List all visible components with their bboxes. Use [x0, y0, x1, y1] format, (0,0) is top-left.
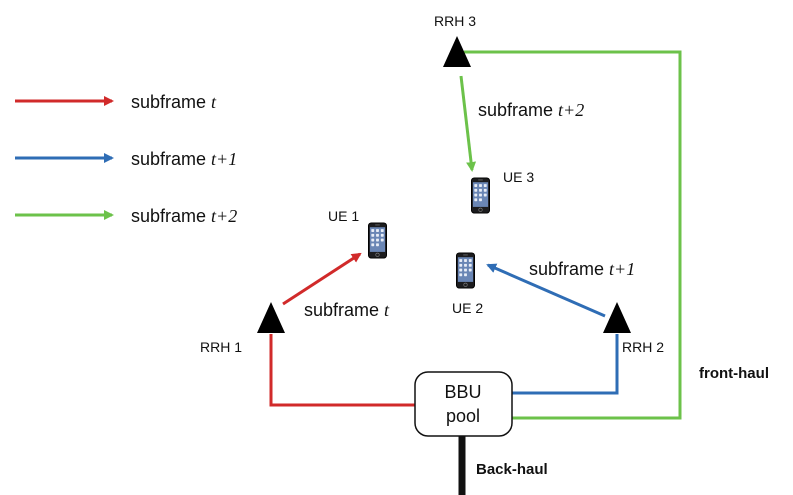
rrh3-antenna-icon: [443, 36, 471, 67]
link-label-rrh1-ue1: subframe t: [304, 300, 390, 320]
fronthaul-link-rrh1: [269, 334, 415, 407]
rrh2-label: RRH 2: [622, 339, 664, 355]
ue2-phone-icon: [456, 252, 475, 289]
rrh3-label: RRH 3: [434, 13, 476, 29]
wireless-link-rrh2-ue2: [486, 263, 606, 318]
ue1-label: UE 1: [328, 208, 359, 224]
rrh2-antenna-icon: [603, 302, 631, 333]
rrh1-label: RRH 1: [200, 339, 242, 355]
ue1-phone-icon: [368, 222, 387, 259]
legend-label-subframe-t: subframe t: [131, 92, 217, 112]
fronthaul-link-rrh3: [464, 50, 682, 420]
ue3-phone-icon: [471, 177, 490, 214]
back-haul-label: Back-haul: [476, 461, 548, 478]
wireless-link-rrh1-ue1: [282, 252, 362, 306]
bbu-pool-label-line2: pool: [446, 406, 480, 426]
link-label-rrh2-ue2: subframe t+1: [529, 259, 635, 279]
rrh1-antenna-icon: [257, 302, 285, 333]
front-haul-label: front-haul: [699, 365, 769, 382]
bbu-pool-box: [414, 371, 513, 437]
fronthaul-link-rrh2: [512, 334, 619, 395]
link-label-rrh3-ue3: subframe t+2: [478, 100, 584, 120]
bbu-pool-label-line1: BBU: [444, 382, 481, 402]
ue2-label: UE 2: [452, 300, 483, 316]
legend-label-subframe-t2: subframe t+2: [131, 206, 237, 226]
legend-label-subframe-t1: subframe t+1: [131, 149, 237, 169]
wireless-link-rrh3-ue3: [459, 75, 477, 172]
ue3-label: UE 3: [503, 169, 534, 185]
